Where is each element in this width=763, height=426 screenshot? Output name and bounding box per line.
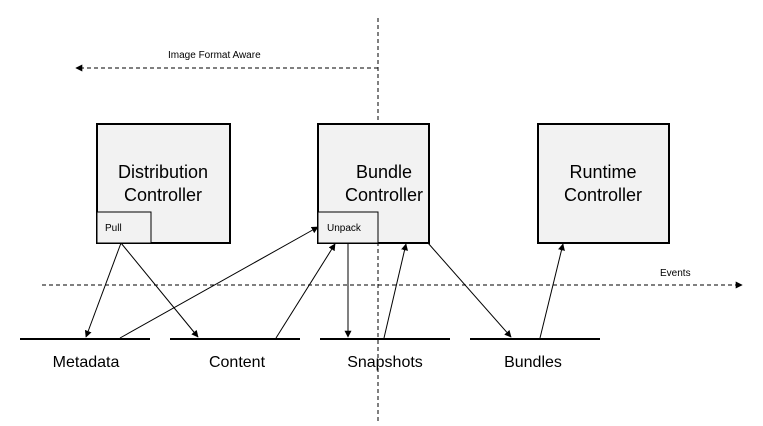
events-label: Events xyxy=(660,268,691,279)
distribution-controller: Distribution Controller Pull xyxy=(96,123,231,244)
bundle-controller-title-line1: Bundle xyxy=(356,162,412,182)
snapshots-to-bundle-controller-arrow xyxy=(383,243,408,339)
content-label: Content xyxy=(209,354,266,371)
content-to-unpack-arrow xyxy=(275,243,336,339)
bundles-label: Bundles xyxy=(504,354,562,371)
distribution-controller-title-line2: Controller xyxy=(124,185,202,205)
pull-box xyxy=(96,211,152,244)
bundles-to-runtime-controller-arrow xyxy=(539,243,565,339)
pull-to-metadata-arrow xyxy=(84,242,122,338)
bundle-controller-title-line2: Controller xyxy=(345,185,423,205)
runtime-controller-title-line1: Runtime xyxy=(569,162,636,182)
metadata-label: Metadata xyxy=(53,354,120,371)
distribution-controller-title-line1: Distribution xyxy=(118,162,208,182)
bundle-controller: Bundle Controller Unpack xyxy=(317,123,430,244)
runtime-controller: Runtime Controller xyxy=(537,123,670,244)
image-format-aware-label: Image Format Aware xyxy=(168,50,261,61)
snapshots-label: Snapshots xyxy=(347,354,423,371)
pull-to-content-arrow xyxy=(120,242,199,338)
metadata-to-unpack-arrow xyxy=(119,226,319,339)
runtime-controller-title-line2: Controller xyxy=(564,185,642,205)
unpack-label: Unpack xyxy=(327,223,362,234)
bundle-controller-to-bundles-arrow xyxy=(427,242,512,338)
pull-label: Pull xyxy=(105,223,122,234)
